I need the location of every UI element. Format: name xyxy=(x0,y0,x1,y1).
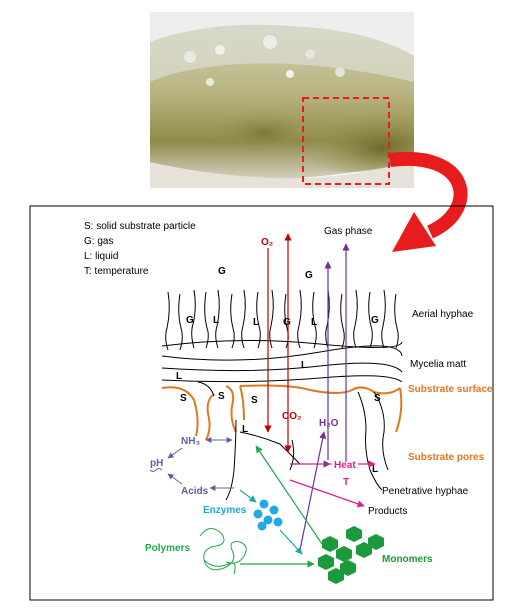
products-label: Products xyxy=(368,506,407,517)
letter-s-1: S xyxy=(180,393,187,404)
letter-s-3: S xyxy=(251,395,258,406)
nh3-ph-arrow xyxy=(167,447,183,459)
legend-t: T: temperature xyxy=(84,266,149,277)
substrate-pores-label: Substrate pores xyxy=(408,452,485,463)
culture-photo-image xyxy=(150,12,430,188)
enzyme-particles xyxy=(253,499,283,531)
letter-g-top-left: G xyxy=(218,266,226,277)
letter-l-pore: L xyxy=(242,424,248,435)
monomer-hex xyxy=(336,546,352,562)
enzymes-label: Enzymes xyxy=(203,505,247,516)
substrate-surface xyxy=(161,384,403,441)
enzyme-dot xyxy=(253,509,263,519)
h2o-label: H₂O xyxy=(319,418,339,429)
penetrative-hyphae xyxy=(197,381,389,501)
letter-l-1: L xyxy=(213,315,219,326)
nh3-label: NH₃ xyxy=(181,436,200,447)
enzyme-dot xyxy=(257,521,267,531)
ph-label: pH xyxy=(150,458,163,469)
monomer-hex xyxy=(322,536,338,552)
enzyme-dot xyxy=(273,517,283,527)
temperature-label: T xyxy=(343,477,349,488)
substrate-surface-label: Substrate surface xyxy=(408,384,493,395)
aerial-hyphae xyxy=(165,289,399,351)
penetrative-hyphae-label: Penetrative hyphae xyxy=(382,486,469,497)
ph-squiggle xyxy=(149,468,163,472)
enzyme-dot xyxy=(263,515,273,525)
co2-label: CO₂ xyxy=(282,411,301,422)
polymer-tangle xyxy=(199,528,247,575)
gas-phase-label: Gas phase xyxy=(324,226,373,237)
polymers-label: Polymers xyxy=(145,543,190,554)
heat-label: Heat xyxy=(334,460,356,471)
letter-l-matt: L xyxy=(301,360,307,371)
enzyme-dot xyxy=(259,499,269,509)
letter-g-top-mid: G xyxy=(305,270,313,281)
letter-g-1: G xyxy=(186,315,194,326)
callout-arrow xyxy=(389,151,468,239)
acids-label: Acids xyxy=(181,486,209,497)
letter-l-3: L xyxy=(311,317,317,328)
monomer-uptake-arrow xyxy=(255,445,323,545)
monomer-hex xyxy=(346,526,362,542)
letter-l-right: L xyxy=(372,464,378,475)
mycelia-matt xyxy=(161,339,403,383)
monomer-hexagons xyxy=(318,526,384,584)
mycelia-matt-label: Mycelia matt xyxy=(410,359,466,370)
callout-arrow-head xyxy=(392,212,436,252)
letter-s-2: S xyxy=(218,391,225,402)
letter-l-2: L xyxy=(253,317,259,328)
monomers-label: Monomers xyxy=(382,554,433,565)
legend-g: G: gas xyxy=(84,236,113,247)
letter-s-4: S xyxy=(374,393,381,404)
culture-photo xyxy=(150,12,430,188)
monomer-hex xyxy=(356,542,372,558)
h2o-monomer-arrow xyxy=(299,431,327,551)
letter-g-2: G xyxy=(283,317,291,328)
diagram-frame xyxy=(29,205,494,601)
acids-ph-arrow xyxy=(167,473,183,485)
o2-label: O₂ xyxy=(261,237,273,248)
legend-s: S: solid substrate particle xyxy=(84,221,196,232)
hypha-enzyme-arrow xyxy=(239,489,257,503)
enzyme-monomer-arrow xyxy=(279,529,303,555)
letter-g-3: G xyxy=(371,315,379,326)
monomer-hex xyxy=(328,568,344,584)
enzyme-dot xyxy=(269,505,279,515)
products-arrow xyxy=(289,479,365,508)
letter-l-left: L xyxy=(176,371,182,382)
legend-l: L: liquid xyxy=(84,251,118,262)
zoom-box xyxy=(302,97,390,185)
aerial-hyphae-label: Aerial hyphae xyxy=(412,309,474,320)
monomer-hex xyxy=(318,554,334,570)
